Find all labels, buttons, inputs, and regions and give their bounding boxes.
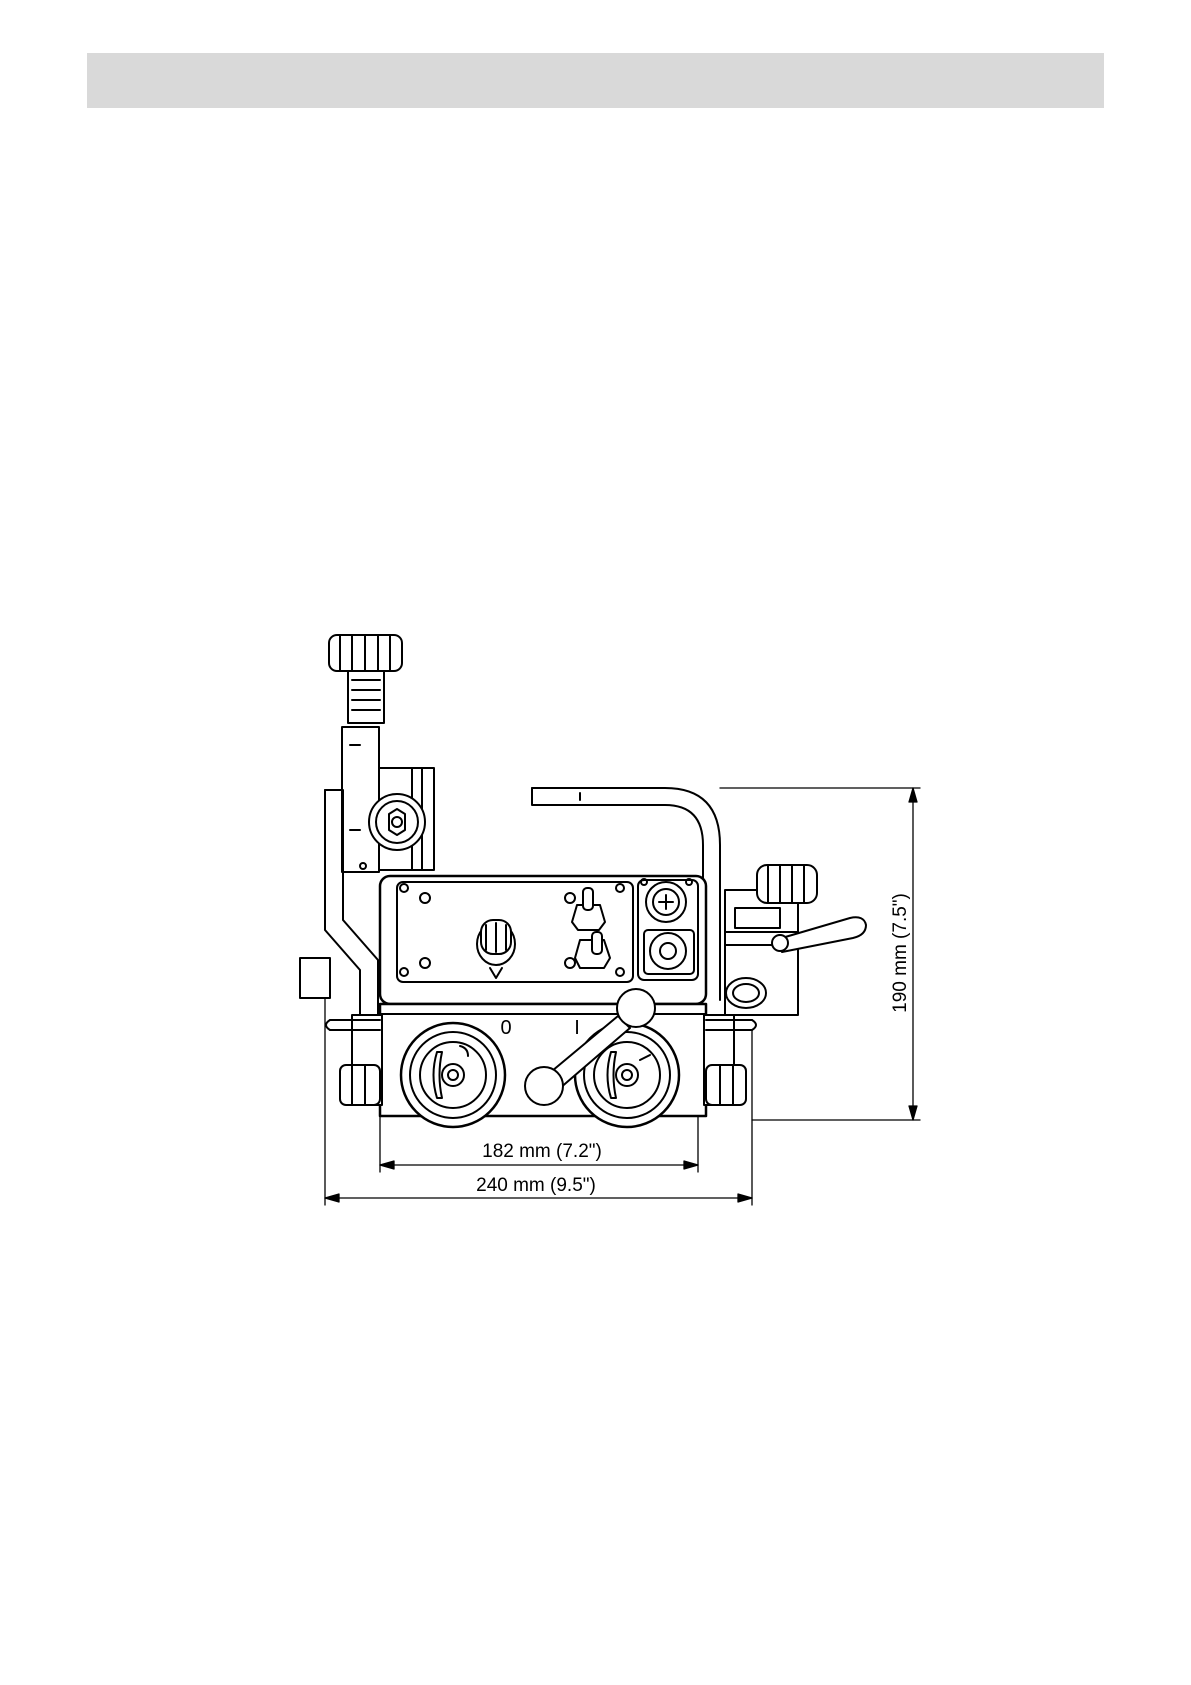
left-drive-wheel-icon: [401, 1023, 505, 1127]
right-clamp-assembly: [725, 865, 866, 1015]
clutch-off-label: 0: [500, 1017, 511, 1039]
inner-width-dimension-label: 182 mm (7.2"): [482, 1141, 602, 1162]
overall-width-dimension-label: 240 mm (9.5"): [476, 1175, 596, 1196]
height-adjust-knob-icon: [329, 635, 402, 723]
power-connector-icon: [638, 879, 698, 980]
height-dimension-label: 190 mm (7.5"): [890, 893, 911, 1013]
clutch-on-label: I: [574, 1017, 580, 1039]
